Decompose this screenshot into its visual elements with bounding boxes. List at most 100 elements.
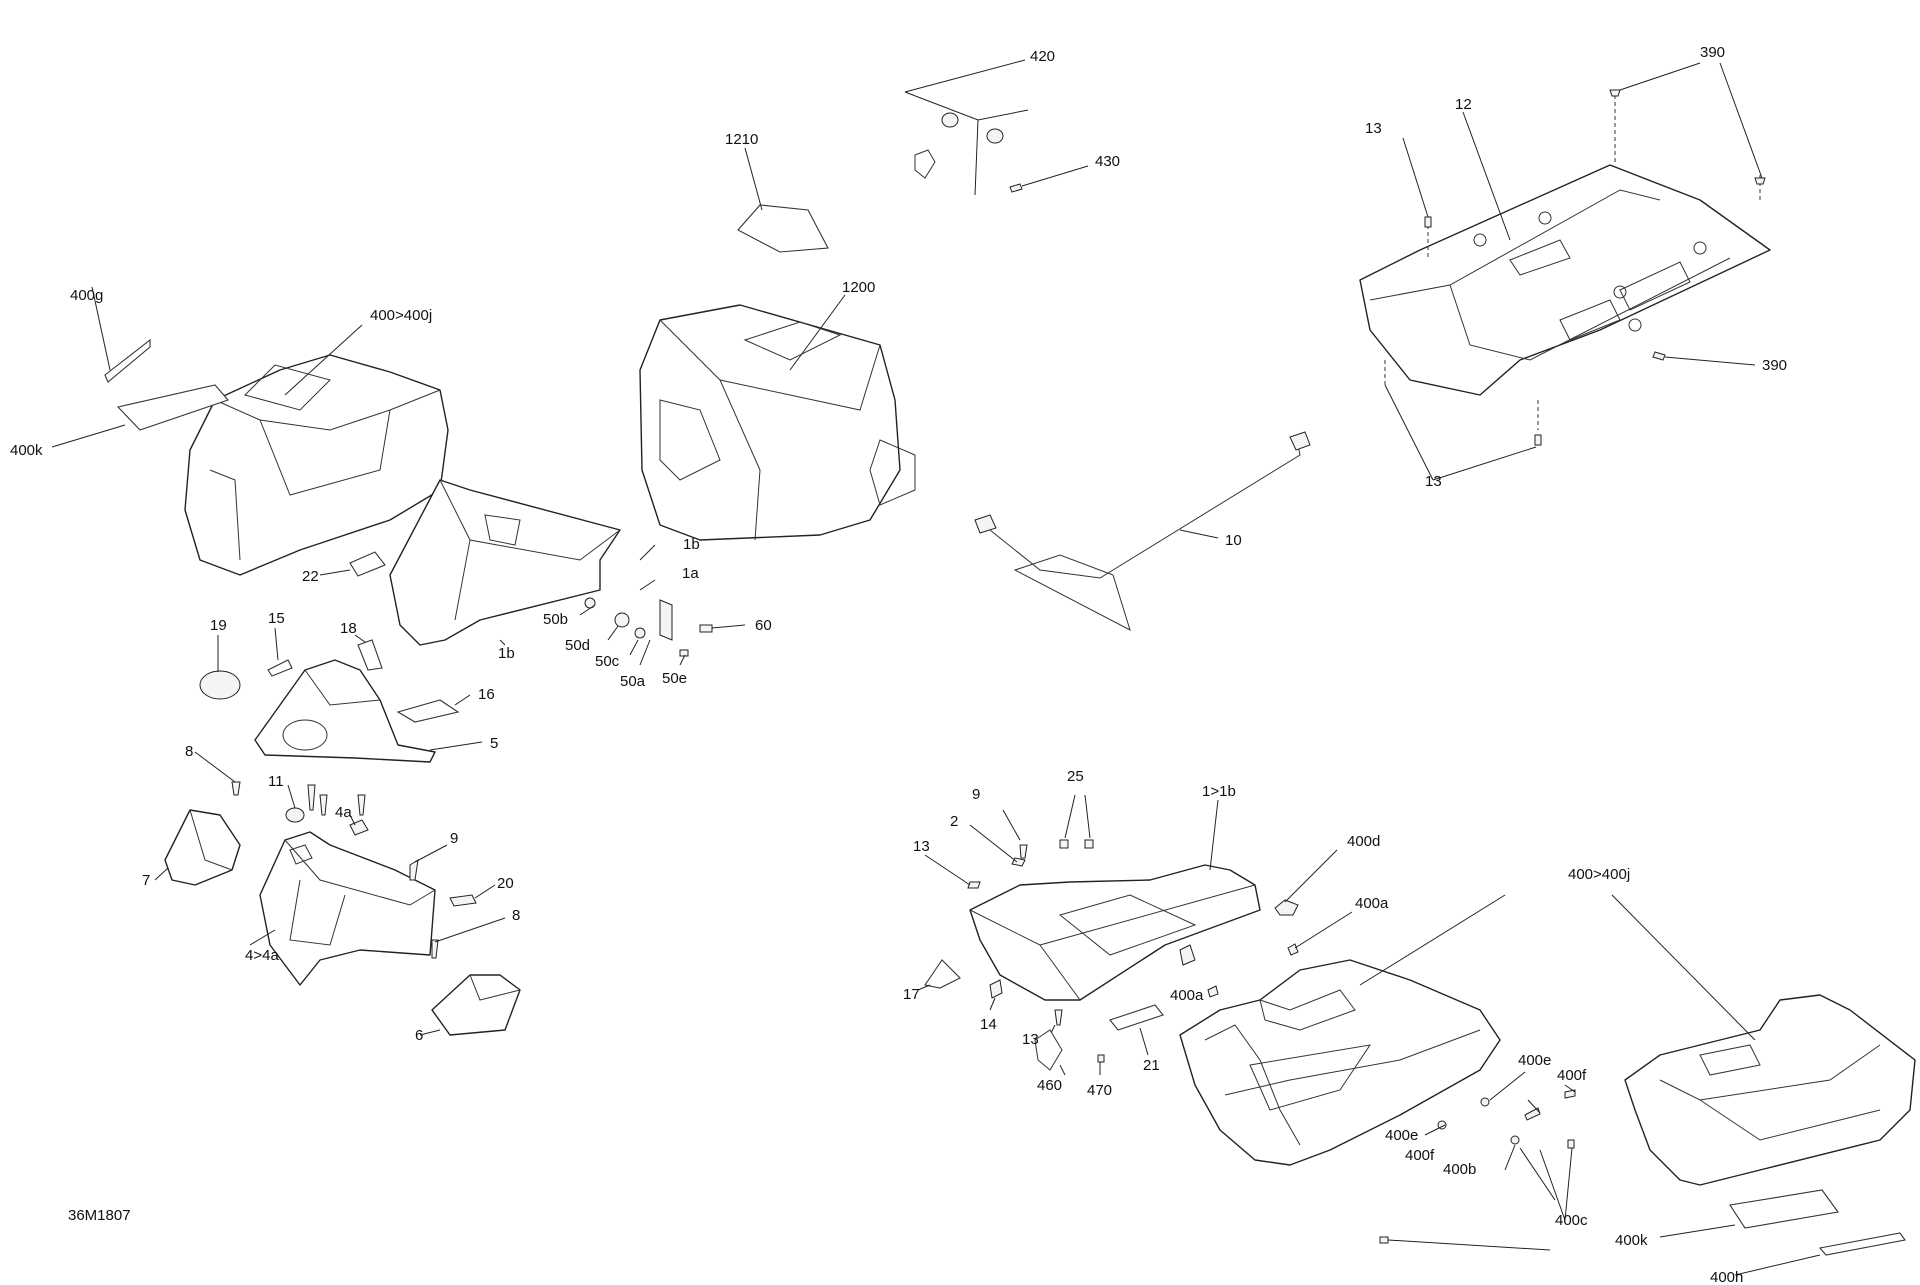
callout-50b: 50b: [543, 611, 568, 628]
callout-10: 10: [1225, 532, 1242, 549]
part-6-panel: [419, 974, 521, 1036]
part-7-bracket: [154, 809, 241, 886]
callout-470: 470: [1087, 1082, 1112, 1099]
callout-labels: 420 430 1210 1200 390 390 13 12 13 400g …: [10, 44, 1787, 1285]
part-400k-decal-left: [51, 384, 229, 448]
part-430-screw: [1009, 165, 1089, 193]
callout-7: 7: [142, 872, 150, 889]
callout-22: 22: [302, 568, 319, 585]
part-400d-cap: [1274, 849, 1338, 916]
part-400a-clip: [1207, 911, 1353, 998]
callout-390-right: 390: [1762, 357, 1787, 374]
callout-8-bottom: 8: [512, 907, 520, 924]
callout-1b-top: 1b: [683, 536, 700, 553]
callout-13-top: 13: [1365, 120, 1382, 137]
part-13-screw-lower: [1049, 1009, 1063, 1036]
callout-400h: 400h: [1710, 1269, 1743, 1285]
part-20-clip: [449, 884, 496, 907]
part-22-decal: [319, 551, 386, 577]
part-400-left-case: [184, 324, 449, 576]
drawing-code: 36M1807: [68, 1207, 131, 1224]
part-400h-decal: [1734, 1232, 1906, 1276]
part-15-decal: [267, 627, 293, 677]
part-1-tray: [969, 799, 1261, 1001]
callout-12: 12: [1455, 96, 1472, 113]
part-14-clip: [989, 979, 1003, 1011]
part-21-decal: [1109, 1004, 1164, 1056]
callout-50e: 50e: [662, 670, 687, 687]
callout-400e-left: 400e: [1385, 1127, 1418, 1144]
part-16-decal: [396, 694, 471, 723]
part-12-skid-plate: [1359, 62, 1771, 481]
callout-50c: 50c: [595, 653, 620, 670]
callout-13-tray: 13: [913, 838, 930, 855]
callout-400k-left: 400k: [10, 442, 43, 459]
callout-400e-right: 400e: [1518, 1052, 1551, 1069]
callout-400a-top: 400a: [1355, 895, 1389, 912]
part-470-screw: [1097, 1054, 1105, 1075]
callout-5: 5: [490, 735, 498, 752]
callout-20: 20: [497, 875, 514, 892]
callout-16: 16: [478, 686, 495, 703]
callout-6: 6: [415, 1027, 423, 1044]
part-17-decal: [917, 959, 961, 991]
part-400-case-open: [1179, 894, 1506, 1166]
callout-19: 19: [210, 617, 227, 634]
callout-400-400j-left: 400>400j: [370, 307, 432, 324]
part-460-bracket: [1034, 1029, 1066, 1076]
callout-400f-right: 400f: [1557, 1067, 1587, 1084]
callout-400a-bottom: 400a: [1170, 987, 1204, 1004]
part-4-housing: [249, 831, 436, 986]
callout-8-top: 8: [185, 743, 193, 760]
callout-2: 2: [950, 813, 958, 830]
part-19-cap: [199, 635, 241, 700]
callout-4-4a: 4>4a: [245, 947, 279, 964]
callout-9-left: 9: [450, 830, 458, 847]
callout-17: 17: [903, 986, 920, 1003]
part-420-group: [904, 59, 1029, 196]
callout-21: 21: [1143, 1057, 1160, 1074]
callout-420: 420: [1030, 48, 1055, 65]
callout-18: 18: [340, 620, 357, 637]
callout-430: 430: [1095, 153, 1120, 170]
callout-1-1b: 1>1b: [1202, 783, 1236, 800]
callout-1210: 1210: [725, 131, 758, 148]
callout-13-bottom-skid: 13: [1425, 473, 1442, 490]
part-400-case-lid: [1611, 894, 1916, 1186]
callout-400k-right: 400k: [1615, 1232, 1648, 1249]
callout-1b-bottom: 1b: [498, 645, 515, 662]
part-50-hardware: [579, 597, 746, 666]
part-10-harness: [974, 431, 1311, 631]
callout-390-top: 390: [1700, 44, 1725, 61]
part-1200-storage-box: [639, 294, 916, 541]
part-400-case-hardware: [1379, 1071, 1576, 1251]
part-18-decal: [354, 634, 383, 671]
callout-13-lower: 13: [1022, 1031, 1039, 1048]
callout-1a: 1a: [682, 565, 699, 582]
part-5-panel: [254, 659, 483, 763]
part-1210-decal: [737, 147, 829, 253]
callout-15: 15: [268, 610, 285, 627]
callout-1200: 1200: [842, 279, 875, 296]
callout-25: 25: [1067, 768, 1084, 785]
callout-4a: 4a: [335, 804, 352, 821]
callout-400b: 400b: [1443, 1161, 1476, 1178]
callout-11: 11: [268, 773, 284, 790]
callout-50a: 50a: [620, 673, 646, 690]
callout-9-right: 9: [972, 786, 980, 803]
callout-50d: 50d: [565, 637, 590, 654]
callout-400d: 400d: [1347, 833, 1380, 850]
callout-60: 60: [755, 617, 772, 634]
part-1-bracket: [389, 479, 656, 646]
callout-400c: 400c: [1555, 1212, 1588, 1229]
callout-400-400j-right: 400>400j: [1568, 866, 1630, 883]
callout-460: 460: [1037, 1077, 1062, 1094]
callout-400g: 400g: [70, 287, 103, 304]
part-hardware-tray: [924, 794, 1196, 966]
callout-14: 14: [980, 1016, 997, 1033]
callout-400f-left: 400f: [1405, 1147, 1435, 1164]
part-400k-decal-right: [1659, 1189, 1839, 1238]
part-400g-decal: [91, 286, 151, 383]
part-hardware-left: [194, 751, 506, 959]
